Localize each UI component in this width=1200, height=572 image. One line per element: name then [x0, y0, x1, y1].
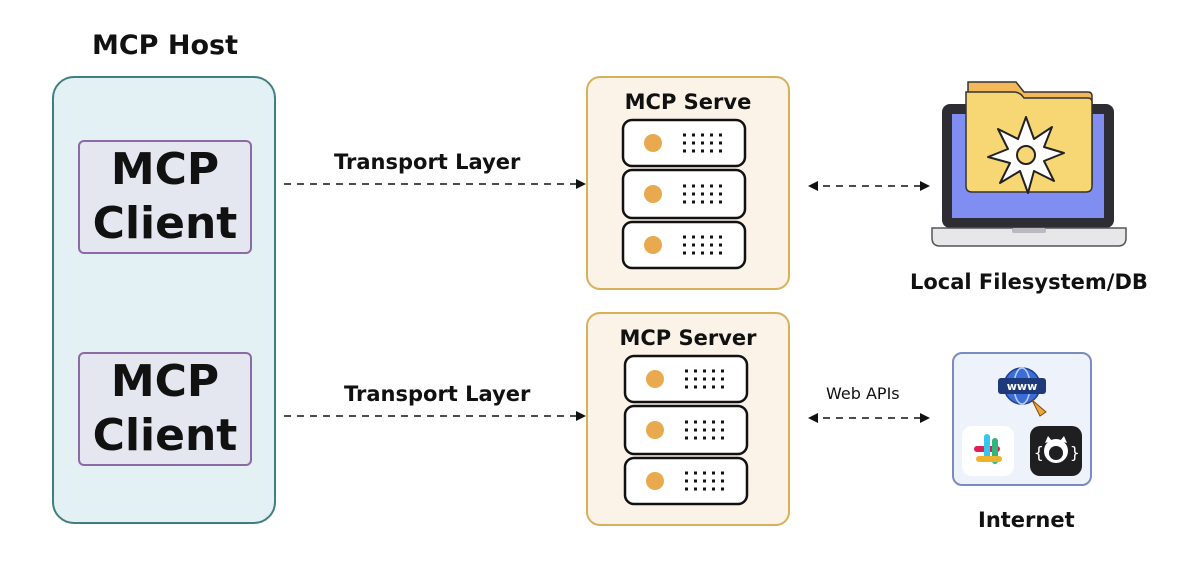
internet-label: Internet: [978, 508, 1075, 532]
mcp-client-box-1: MCP Client: [78, 140, 252, 254]
server-rack-icon-2: [623, 354, 749, 506]
www-globe-icon: [998, 367, 1047, 417]
mcp-host-title: MCP Host: [92, 30, 238, 61]
svg-text:{: {: [1034, 443, 1044, 462]
laptop-folder-icon: [931, 81, 1127, 247]
transport-layer-label-2: Transport Layer: [344, 382, 531, 406]
mcp-client-label-1: MCP Client: [92, 144, 238, 249]
mcp-server-title-1: MCP Serve: [624, 90, 752, 114]
svg-text:}: }: [1070, 443, 1080, 462]
mcp-client-label-2: MCP Client: [92, 356, 238, 461]
slack-icon: [962, 426, 1014, 476]
www-badge-text: www: [1007, 380, 1038, 393]
transport-layer-label-1: Transport Layer: [334, 150, 521, 174]
web-apis-label: Web APIs: [826, 384, 900, 403]
github-icon: { }: [1030, 426, 1082, 476]
local-filesystem-label: Local Filesystem/DB: [910, 270, 1148, 294]
server-rack-icon-1: [621, 118, 747, 270]
mcp-server-title-2: MCP Server: [619, 326, 757, 350]
mcp-client-box-2: MCP Client: [78, 352, 252, 466]
